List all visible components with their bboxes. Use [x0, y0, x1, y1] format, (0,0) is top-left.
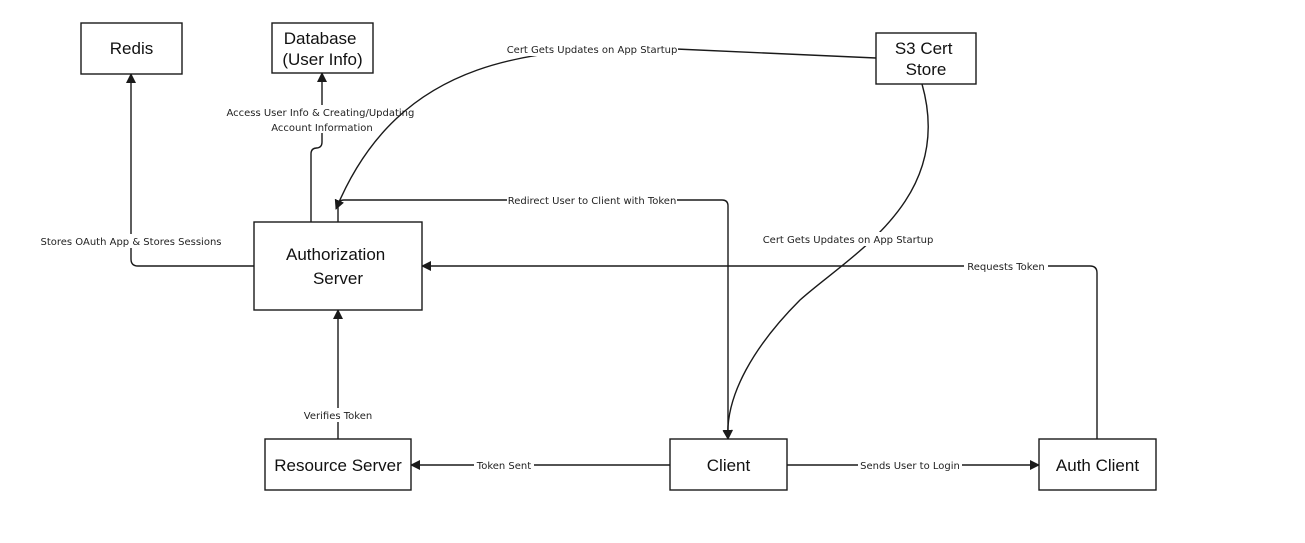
node-resource-server[interactable]: Resource Server	[264, 438, 412, 491]
node-database-label: Database (User Info)	[282, 29, 362, 69]
node-auth-client-label: Auth Client	[1056, 456, 1139, 475]
edge-resource-to-auth: Verifies Token	[300, 309, 376, 439]
node-redis-label: Redis	[110, 39, 153, 58]
edge-auth-to-redis: Stores OAuth App & Stores Sessions	[40, 73, 254, 267]
node-auth-client[interactable]: Auth Client	[1038, 438, 1157, 491]
node-s3-cert-store-label: S3 Cert Store	[895, 39, 957, 79]
edge-label-requests-token: Requests Token	[967, 262, 1044, 273]
edge-client-to-resource: Token Sent	[410, 458, 670, 472]
node-resource-server-label: Resource Server	[274, 456, 402, 475]
edge-authclient-to-auth: Requests Token	[421, 259, 1098, 439]
edge-s3-to-client: Cert Gets Updates on App Startup	[722, 83, 934, 440]
node-redis[interactable]: Redis	[80, 22, 183, 75]
edge-label-access-user-info: Access User Info & Creating/Updating Acc…	[226, 108, 417, 134]
node-client[interactable]: Client	[669, 438, 788, 491]
edge-auth-to-database: Access User Info & Creating/Updating Acc…	[226, 72, 417, 222]
edge-label-token-sent: Token Sent	[476, 461, 531, 472]
edge-label-redirect-user: Redirect User to Client with Token	[508, 196, 677, 207]
edge-label-cert-updates-client: Cert Gets Updates on App Startup	[763, 235, 934, 246]
edge-auth-to-client: Redirect User to Client with Token	[337, 193, 733, 440]
node-database[interactable]: Database (User Info)	[271, 22, 374, 74]
edge-label-cert-updates-auth: Cert Gets Updates on App Startup	[507, 45, 678, 56]
edge-client-to-authclient: Sends User to Login	[787, 458, 1040, 472]
edge-label-sends-user-login: Sends User to Login	[860, 461, 960, 472]
node-client-label: Client	[707, 456, 751, 475]
edge-s3-to-auth: Cert Gets Updates on App Startup	[334, 42, 877, 210]
node-authorization-server[interactable]: Authorization Server	[253, 221, 423, 311]
edge-label-verifies-token: Verifies Token	[304, 411, 372, 422]
node-s3-cert-store[interactable]: S3 Cert Store	[875, 32, 977, 85]
edge-label-stores-sessions: Stores OAuth App & Stores Sessions	[40, 237, 221, 248]
node-authorization-server-label: Authorization Server	[286, 245, 390, 288]
